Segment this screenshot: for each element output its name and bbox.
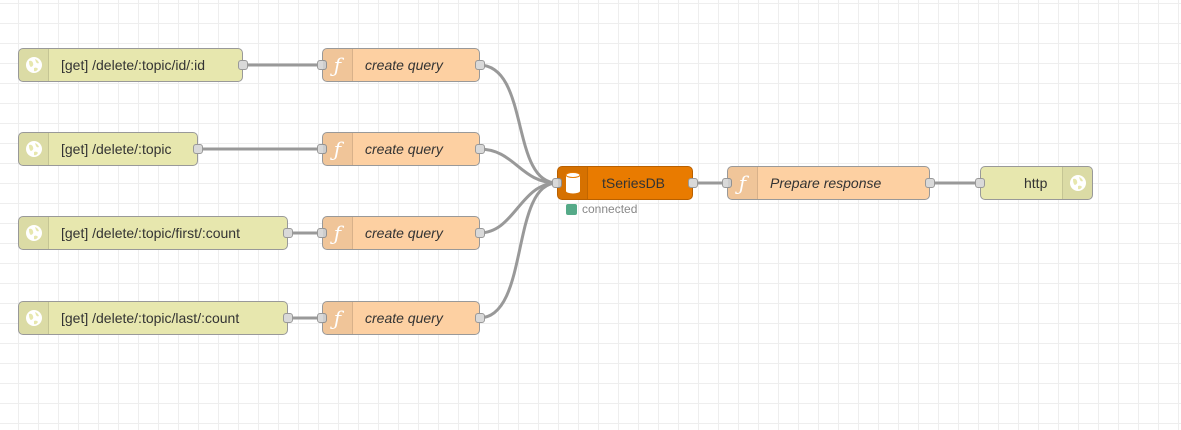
node-label: [get] /delete/:topic (61, 141, 172, 157)
node-label: [get] /delete/:topic/first/:count (61, 225, 240, 241)
function-node-create-query-4[interactable]: ƒ create query (317, 301, 485, 335)
node-label: create query (365, 57, 443, 73)
node-label: create query (365, 141, 443, 157)
input-port[interactable] (317, 228, 327, 238)
wire (478, 147, 558, 185)
node-label: Prepare response (770, 175, 882, 191)
input-port[interactable] (317, 144, 327, 154)
input-port[interactable] (317, 60, 327, 70)
node-label: [get] /delete/:topic/id/:id (61, 57, 205, 73)
function-icon: ƒ (323, 49, 353, 81)
http-in-node-delete-topic-id[interactable]: [get] /delete/:topic/id/:id (18, 48, 248, 82)
function-node-create-query-1[interactable]: ƒ create query (317, 48, 485, 82)
globe-icon (1062, 167, 1092, 199)
database-node-tseriesdb[interactable]: tSeriesDB (552, 166, 698, 200)
status-text: connected (582, 202, 638, 216)
input-port[interactable] (552, 178, 562, 188)
function-icon: ƒ (323, 302, 353, 334)
output-port[interactable] (193, 144, 203, 154)
http-in-node-delete-topic[interactable]: [get] /delete/:topic (18, 132, 203, 166)
output-port[interactable] (475, 228, 485, 238)
output-port[interactable] (283, 228, 293, 238)
node-label: [get] /delete/:topic/last/:count (61, 310, 240, 326)
http-in-node-delete-topic-first[interactable]: [get] /delete/:topic/first/:count (18, 216, 293, 250)
function-icon: ƒ (728, 167, 758, 199)
http-in-node-delete-topic-last[interactable]: [get] /delete/:topic/last/:count (18, 301, 293, 335)
function-node-prepare-response[interactable]: ƒ Prepare response (722, 166, 935, 200)
globe-icon (19, 49, 49, 81)
http-response-node[interactable]: http (975, 166, 1093, 200)
globe-icon (19, 133, 49, 165)
wire (478, 181, 558, 235)
output-port[interactable] (283, 313, 293, 323)
function-icon: ƒ (323, 217, 353, 249)
node-label: create query (365, 225, 443, 241)
function-icon: ƒ (323, 133, 353, 165)
output-port[interactable] (238, 60, 248, 70)
input-port[interactable] (722, 178, 732, 188)
status-connected-icon (566, 203, 577, 215)
database-icon (558, 167, 588, 199)
wire (478, 63, 558, 185)
node-label: http (1024, 175, 1048, 191)
node-label: create query (365, 310, 443, 326)
output-port[interactable] (475, 60, 485, 70)
node-status: connected (566, 202, 637, 216)
input-port[interactable] (975, 178, 985, 188)
globe-icon (19, 217, 49, 249)
input-port[interactable] (317, 313, 327, 323)
output-port[interactable] (688, 178, 698, 188)
output-port[interactable] (475, 144, 485, 154)
function-node-create-query-2[interactable]: ƒ create query (317, 132, 485, 166)
node-label: tSeriesDB (602, 175, 666, 191)
function-node-create-query-3[interactable]: ƒ create query (317, 216, 485, 250)
output-port[interactable] (475, 313, 485, 323)
globe-icon (19, 302, 49, 334)
output-port[interactable] (925, 178, 935, 188)
wire (478, 181, 558, 320)
